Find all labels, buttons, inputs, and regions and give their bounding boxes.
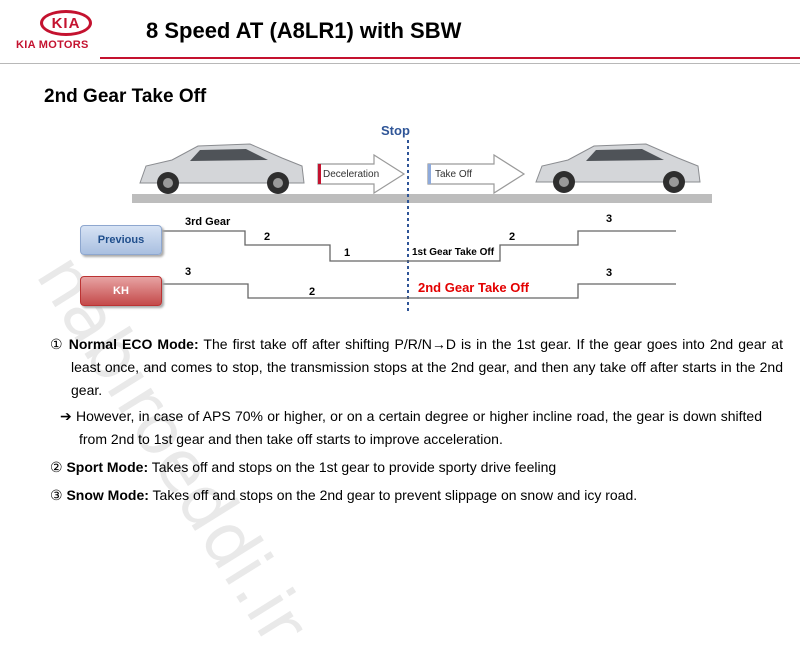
p1-marker: ① bbox=[50, 336, 64, 352]
kh-gear-3-right-label: 3 bbox=[606, 267, 613, 279]
kh-mode-box: KH bbox=[80, 276, 162, 306]
kia-logo: KIA bbox=[40, 10, 92, 36]
previous-mode-box: Previous bbox=[80, 225, 162, 255]
page-title: 8 Speed AT (A8LR1) with SBW bbox=[146, 18, 462, 43]
takeoff-label: Take Off bbox=[435, 169, 473, 180]
title-divider-gray bbox=[0, 63, 800, 64]
prev-gear-3-right-label: 3 bbox=[606, 213, 613, 225]
previous-gear-line bbox=[160, 230, 676, 262]
sport-mode-paragraph: ② Sport Mode: Takes off and stops on the… bbox=[50, 456, 762, 479]
gear-shift-diagram bbox=[132, 140, 712, 312]
prev-3rd-gear-label: 3rd Gear bbox=[185, 216, 231, 228]
kh-label: KH bbox=[113, 285, 129, 297]
snow-mode-paragraph: ③ Snow Mode: Takes off and stops on the … bbox=[50, 484, 762, 507]
kia-motors-logo-text: KIA MOTORS bbox=[16, 39, 89, 51]
kh-2nd-takeoff-label: 2nd Gear Take Off bbox=[418, 280, 530, 295]
logo-mark: KIA bbox=[51, 14, 81, 32]
prev-gear-2-right-label: 2 bbox=[509, 231, 516, 243]
p3-heading: Sport Mode: bbox=[66, 459, 149, 475]
kh-gear-line bbox=[160, 283, 676, 299]
p4-marker: ③ bbox=[50, 487, 63, 503]
prev-1st-takeoff-label: 1st Gear Take Off bbox=[412, 247, 495, 258]
p2-body: However, in case of APS 70% or higher, o… bbox=[75, 408, 763, 447]
prev-gear-1-label: 1 bbox=[344, 247, 351, 259]
normal-eco-mode-paragraph: ① Normal ECO Mode: The first take off af… bbox=[50, 333, 783, 402]
p1-body: The first take off after shifting P/R/N→… bbox=[71, 336, 783, 398]
takeoff-arrow-icon bbox=[427, 153, 526, 195]
aps-note-paragraph: ➔ However, in case of APS 70% or higher,… bbox=[60, 405, 762, 451]
stop-label: Stop bbox=[381, 123, 410, 138]
car-left-icon bbox=[139, 143, 305, 194]
title-divider-red bbox=[100, 57, 800, 59]
deceleration-arrow-icon bbox=[317, 153, 406, 195]
deceleration-label: Deceleration bbox=[323, 169, 380, 180]
section-title: 2nd Gear Take Off bbox=[44, 86, 207, 107]
p3-marker: ② bbox=[50, 459, 63, 475]
car-right-icon bbox=[535, 143, 701, 193]
p4-body: Takes off and stops on the 2nd gear to p… bbox=[148, 487, 638, 503]
p4-heading: Snow Mode: bbox=[66, 487, 149, 503]
prev-gear-2-left-label: 2 bbox=[264, 231, 271, 243]
right-arrow-icon: ➔ bbox=[60, 408, 72, 424]
kh-gear-3-left-label: 3 bbox=[185, 266, 192, 278]
kh-gear-2-label: 2 bbox=[309, 286, 316, 298]
p1-heading: Normal ECO Mode: bbox=[68, 336, 199, 352]
previous-label: Previous bbox=[97, 234, 145, 246]
road bbox=[132, 194, 712, 203]
p3-body: Takes off and stops on the 1st gear to p… bbox=[148, 459, 557, 475]
